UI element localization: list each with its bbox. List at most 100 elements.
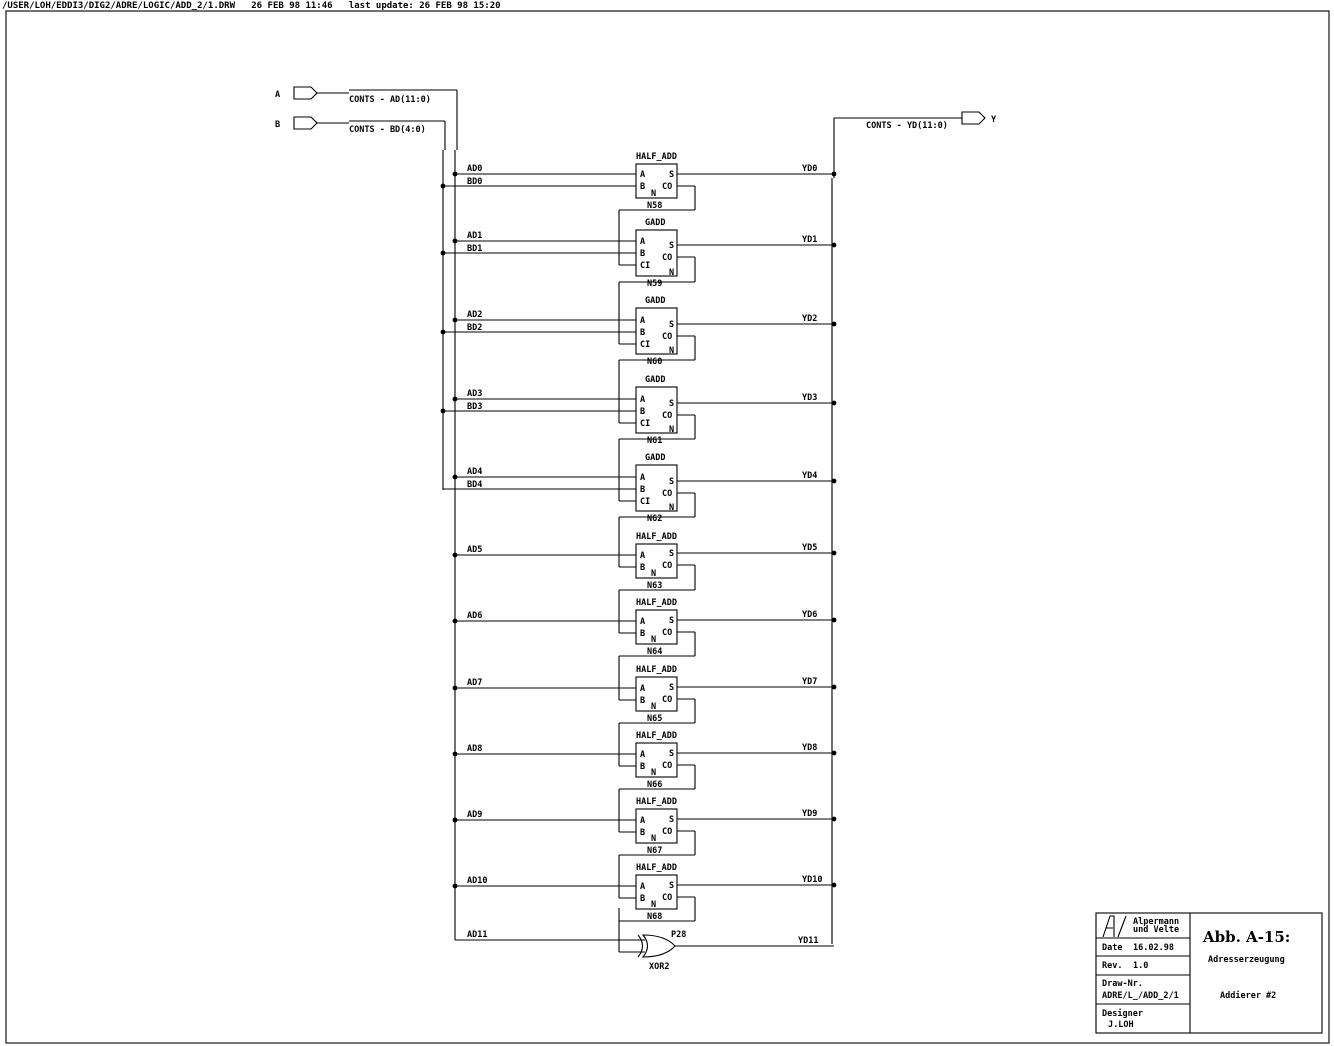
block-id-label: N65 bbox=[647, 714, 662, 724]
input-port-b[interactable]: B CONTS - BD(4:0) bbox=[275, 116, 426, 135]
bus-y-label: CONTS - YD(11:0) bbox=[866, 121, 948, 131]
junction-dot bbox=[831, 550, 837, 556]
pin-a: A bbox=[640, 395, 645, 405]
pin-s: S bbox=[669, 881, 674, 891]
signal-a-label: AD6 bbox=[467, 611, 482, 621]
block-body bbox=[635, 874, 678, 910]
junction-dot bbox=[831, 400, 837, 406]
pin-n: N bbox=[651, 768, 656, 778]
pin-b: B bbox=[640, 328, 645, 338]
pin-b: B bbox=[640, 407, 645, 417]
block-id-label: N67 bbox=[647, 846, 662, 856]
junction-dot bbox=[831, 321, 837, 327]
block-body bbox=[635, 742, 678, 778]
drawnr-label: Draw-Nr. bbox=[1102, 979, 1143, 989]
figure-subtitle: Adresserzeugung bbox=[1208, 955, 1285, 965]
pin-co: CO bbox=[662, 827, 672, 837]
signal-a-label: AD8 bbox=[467, 744, 482, 754]
signal-a-label: AD3 bbox=[467, 389, 482, 399]
xor-arc bbox=[637, 934, 644, 958]
block-id-label: N64 bbox=[647, 647, 662, 657]
signal-b-label: BD2 bbox=[467, 323, 482, 333]
pin-co: CO bbox=[662, 253, 672, 263]
pin-co: CO bbox=[662, 695, 672, 705]
bus-a-label: CONTS - AD(11:0) bbox=[349, 95, 431, 105]
block-type-label: HALF_ADD bbox=[636, 797, 677, 807]
block-body bbox=[635, 163, 678, 199]
pin-a: A bbox=[640, 684, 645, 694]
company-name-1: Alpermann bbox=[1133, 917, 1179, 927]
signal-y-label: YD6 bbox=[802, 610, 817, 620]
block-id-label: N58 bbox=[647, 201, 662, 211]
pin-b: B bbox=[640, 696, 645, 706]
timestamp: 26 FEB 98 11:46 bbox=[251, 1, 333, 11]
pin-n: N bbox=[651, 635, 656, 645]
block-body bbox=[635, 609, 678, 645]
junction-dot bbox=[831, 882, 837, 888]
company-name-2: und Velte bbox=[1133, 925, 1179, 935]
signal-a-label: AD9 bbox=[467, 810, 482, 820]
block-body bbox=[635, 386, 678, 434]
pin-s: S bbox=[669, 815, 674, 825]
block-type-label: GADD bbox=[645, 218, 665, 228]
pin-b: B bbox=[640, 563, 645, 573]
junction-dot bbox=[452, 171, 458, 177]
block-id-label: N66 bbox=[647, 780, 662, 790]
adder-blocks: HALF_ADDN58ABSCONGADDN59ABCISCONGADDN60A… bbox=[635, 152, 686, 972]
block-id-label: N59 bbox=[647, 279, 662, 289]
signal-y-label: YD1 bbox=[802, 235, 817, 245]
pin-s: S bbox=[669, 683, 674, 693]
pin-b: B bbox=[640, 762, 645, 772]
signal-y-label: YD2 bbox=[802, 314, 817, 324]
output-port-y[interactable]: Y CONTS - YD(11:0) bbox=[866, 111, 997, 131]
title-block: Alpermann und Velte Date 16.02.98 Rev. 1… bbox=[1095, 912, 1323, 1034]
company-logo: Alpermann und Velte bbox=[1102, 915, 1179, 938]
pin-b: B bbox=[640, 182, 645, 192]
junction-dot bbox=[452, 238, 458, 244]
pin-ci: CI bbox=[640, 419, 650, 429]
pin-a: A bbox=[640, 816, 645, 826]
junction-dot bbox=[831, 478, 837, 484]
pin-s: S bbox=[669, 477, 674, 487]
pin-s: S bbox=[669, 616, 674, 626]
block-id-label: N60 bbox=[647, 357, 662, 367]
pin-b: B bbox=[640, 828, 645, 838]
signal-y-label: YD11 bbox=[798, 936, 818, 946]
pin-n: N bbox=[651, 702, 656, 712]
block-type-label: HALF_ADD bbox=[636, 152, 677, 162]
pin-s: S bbox=[669, 399, 674, 409]
pin-co: CO bbox=[662, 332, 672, 342]
block-type-label: HALF_ADD bbox=[636, 731, 677, 741]
pin-s: S bbox=[669, 749, 674, 759]
pin-ci: CI bbox=[640, 340, 650, 350]
junction-dot bbox=[452, 552, 458, 558]
block-body bbox=[635, 808, 678, 844]
signal-y-label: YD4 bbox=[802, 471, 817, 481]
signal-a-label: AD0 bbox=[467, 164, 482, 174]
signal-a-label: AD10 bbox=[467, 876, 487, 886]
pin-co: CO bbox=[662, 561, 672, 571]
block-body bbox=[635, 307, 678, 355]
input-port-a[interactable]: A CONTS - AD(11:0) bbox=[275, 86, 431, 105]
signal-a-label: AD4 bbox=[467, 467, 482, 477]
file-path: /USER/LOH/EDDI3/DIG2/ADRE/LOGIC/ADD_2/1.… bbox=[2, 1, 235, 11]
pin-n: N bbox=[669, 503, 674, 513]
pin-a: A bbox=[640, 316, 645, 326]
signal-a-label: AD11 bbox=[467, 930, 487, 940]
signal-y-label: YD3 bbox=[802, 393, 817, 403]
block-id-label: N63 bbox=[647, 581, 662, 591]
pin-n: N bbox=[651, 189, 656, 199]
block-type-label: GADD bbox=[645, 453, 665, 463]
